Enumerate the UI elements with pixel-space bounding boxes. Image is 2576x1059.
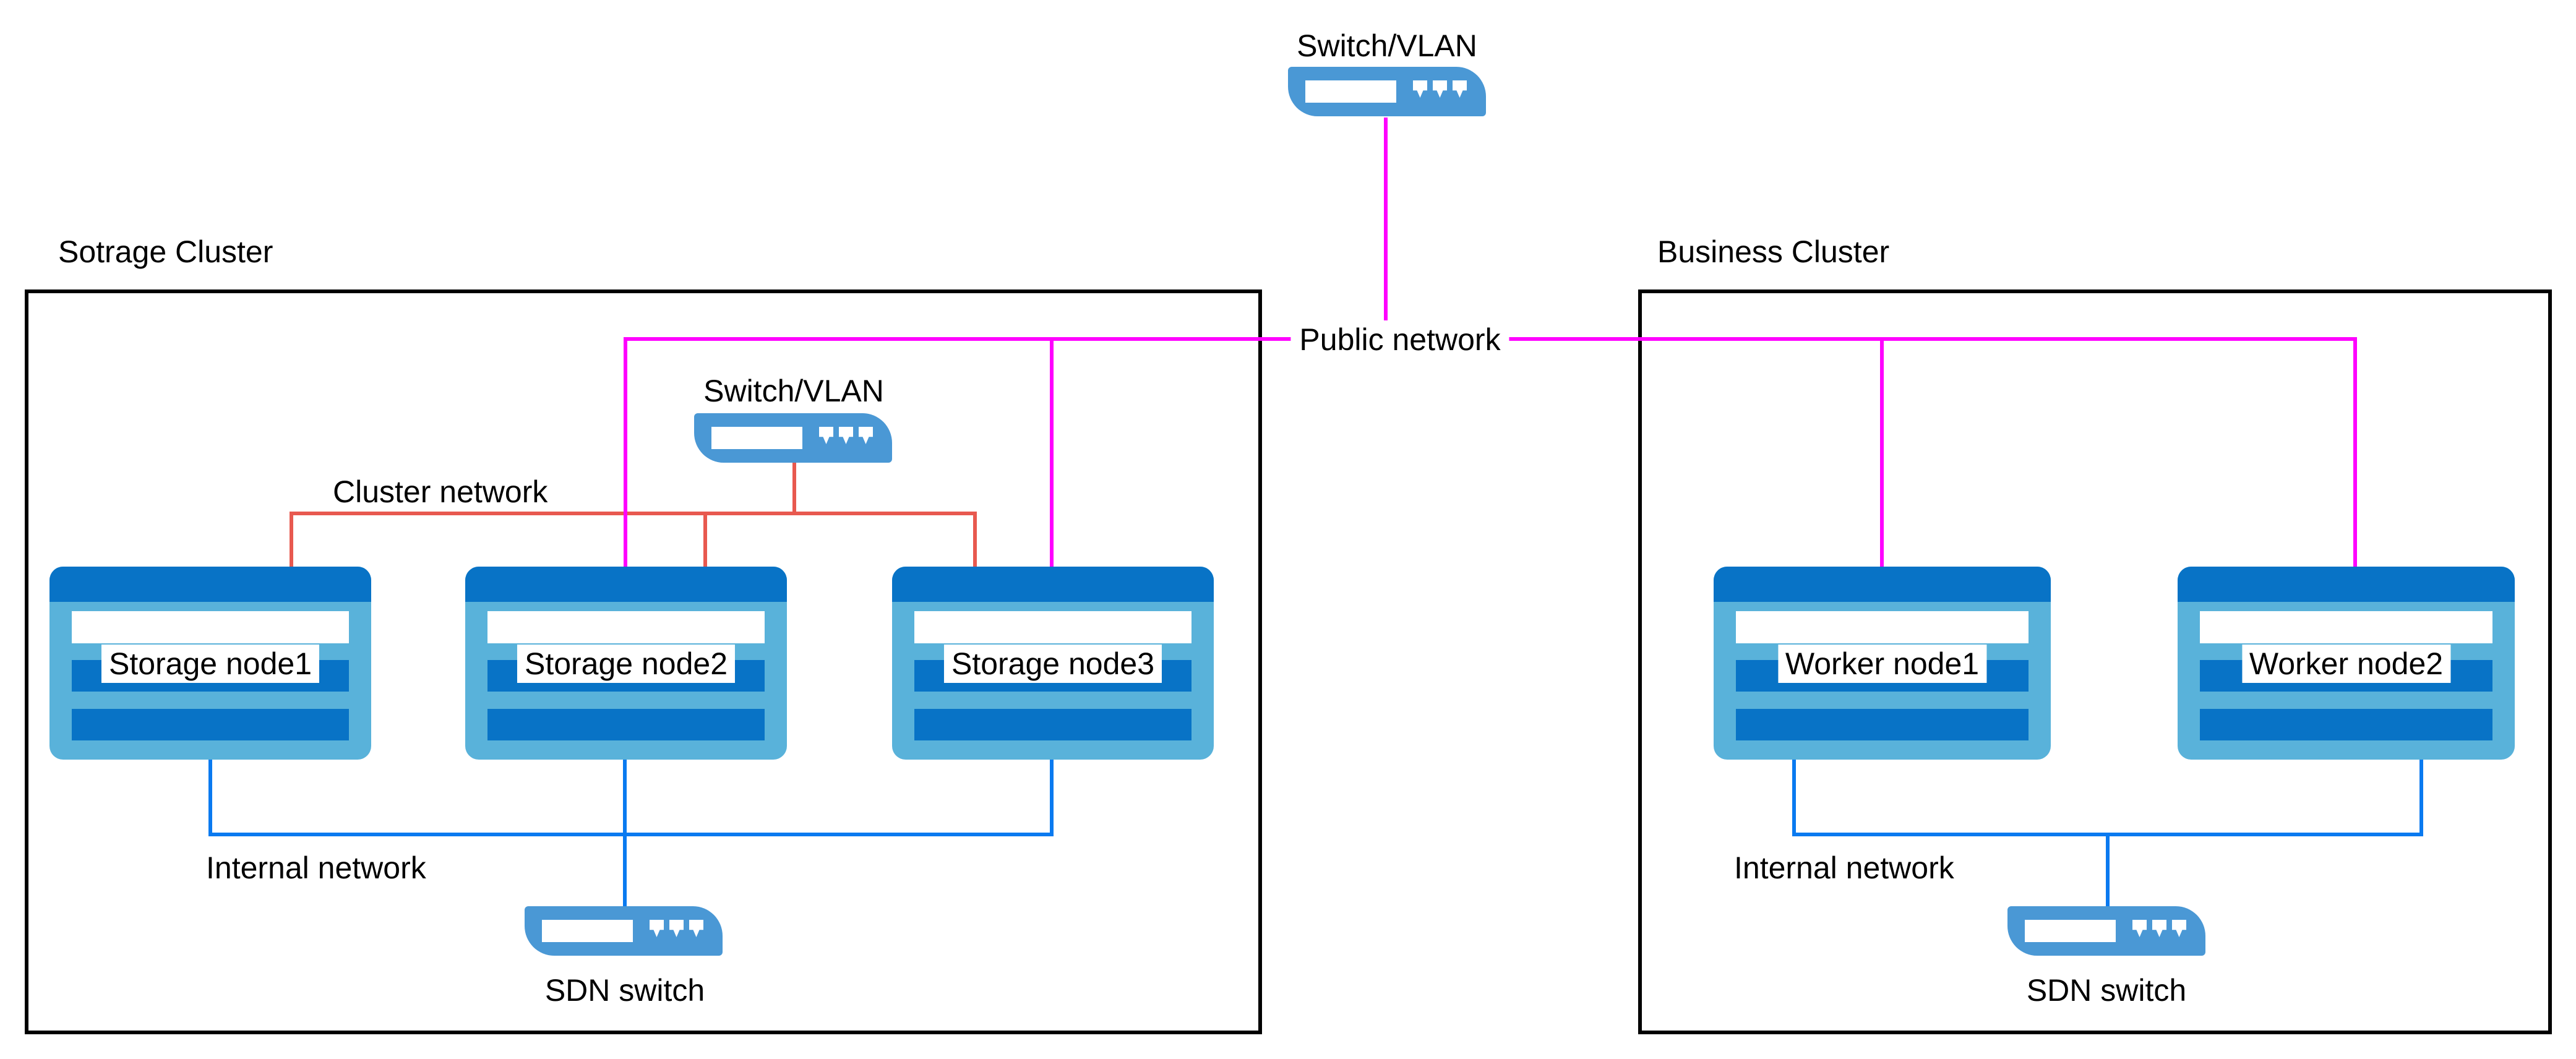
public-network-line-worker2-drop [2353,337,2357,567]
internal-network-label-business: Internal network [1734,851,1954,885]
internal-network-line-node1-drop [208,760,212,836]
server-panel [1736,611,2029,643]
public-network-label: Public network [1290,320,1509,359]
public-switch-icon [1288,67,1486,116]
port-icon [2152,920,2166,937]
public-network-line-storage3-drop [1050,337,1054,567]
business-cluster-title: Business Cluster [1657,234,1890,269]
internal-network-line-bus [208,833,1054,836]
port-icon [859,427,873,444]
node-label: Worker node1 [1777,645,1987,683]
port-icon [2172,920,2186,937]
storage-cluster-box [25,289,1262,1034]
node-label: Storage node1 [101,645,320,683]
server-top-band [1714,567,2051,602]
port-icon [669,920,684,937]
switch-display [2025,920,2116,942]
node-label: Storage node3 [943,645,1162,683]
port-icon [689,920,703,937]
server-top-band [49,567,371,602]
server-slot [2200,709,2492,740]
storage-switch-icon [694,413,892,463]
port-icon [839,427,853,444]
switch-display [711,427,802,449]
sdn-switch-icon-business [2007,906,2205,956]
port-icon [819,427,833,444]
public-network-line-worker1-drop [1880,337,1884,567]
server-panel [72,611,349,643]
port-icon [1413,80,1427,98]
sdn-switch-label-storage: SDN switch [544,973,705,1008]
storage-node1: Storage node1 [49,567,371,760]
server-panel [2200,611,2492,643]
internal-network-line-sdn-drop [2106,833,2110,906]
server-panel [914,611,1191,643]
worker-node1: Worker node1 [1714,567,2051,760]
public-network-line-switch-drop [1384,118,1388,341]
port-icon [1433,80,1447,98]
cluster-network-label: Cluster network [333,474,548,509]
server-slot [1736,709,2029,740]
business-cluster-box [1638,289,2552,1034]
server-slot [72,709,349,740]
cluster-network-line-node2-drop [703,512,707,567]
server-top-band [892,567,1214,602]
node-label: Storage node2 [517,645,736,683]
port-icon [2132,920,2147,937]
internal-network-label-storage: Internal network [206,851,426,885]
cluster-network-line-bus [290,512,977,515]
storage-cluster-title: Sotrage Cluster [58,234,273,269]
sdn-switch-icon-storage [525,906,723,956]
cluster-network-line-node1-drop [290,512,293,567]
storage-switch-label: Switch/VLAN [703,374,884,408]
server-panel [487,611,765,643]
switch-display [542,920,633,942]
storage-node3: Storage node3 [892,567,1214,760]
sdn-switch-label-business: SDN switch [2026,973,2187,1008]
internal-network-line-worker2-drop [2419,760,2423,836]
server-top-band [465,567,787,602]
port-icon [1453,80,1467,98]
internal-network-line-node3-drop [1050,760,1054,836]
public-switch-label: Switch/VLAN [1297,28,1477,63]
internal-network-line-worker1-drop [1792,760,1796,836]
port-icon [650,920,664,937]
cluster-network-line-node3-drop [973,512,977,567]
worker-node2: Worker node2 [2178,567,2515,760]
public-network-line-storage2-drop [624,337,627,567]
node-label: Worker node2 [2241,645,2451,683]
cluster-network-line-switch-drop [792,463,796,513]
server-top-band [2178,567,2515,602]
server-slot [914,709,1191,740]
server-slot [487,709,765,740]
switch-display [1305,80,1396,103]
storage-node2: Storage node2 [465,567,787,760]
